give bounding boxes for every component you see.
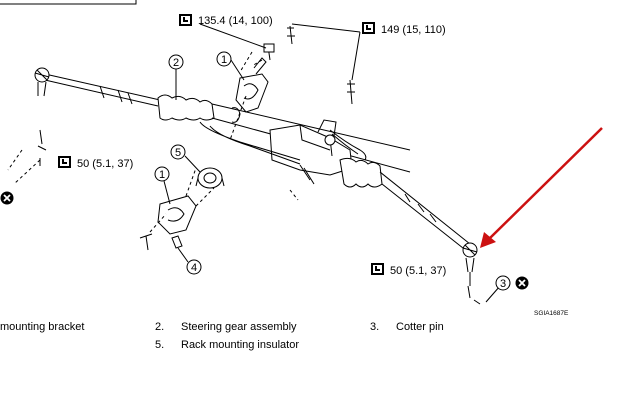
svg-text:149 (15, 110): 149 (15, 110) (381, 24, 446, 36)
torque-wrench-icon (362, 22, 375, 34)
do-not-reuse-icon (0, 190, 15, 206)
part-2-label: 2 (168, 54, 184, 100)
torque-wrench-icon (371, 263, 384, 275)
part-5-label: 5 (170, 144, 201, 173)
legend-item-2-text: Steering gear assembly (181, 321, 297, 333)
torque-callout-top: 135.4 (14, 100) (179, 14, 273, 27)
part-1-upper-label: 1 (216, 51, 245, 81)
legend-item-3-text: Cotter pin (396, 321, 444, 333)
svg-text:1: 1 (221, 54, 227, 66)
torque-callout-left: 50 (5.1, 37) (58, 156, 133, 170)
red-arrow (480, 127, 603, 248)
legend-item-5-text: Rack mounting insulator (181, 339, 300, 351)
legend-item-2-label: Steering gear assembly (181, 321, 297, 334)
legend-item-5: 5. (155, 339, 164, 352)
part-1-lower-label: 1 (154, 166, 171, 205)
figure-ref-code: SGIA1687E (534, 310, 569, 317)
svg-text:1: 1 (159, 169, 165, 181)
torque-callout-right: 149 (15, 110) (362, 22, 446, 36)
do-not-reuse-icon (514, 275, 530, 291)
legend-item-5-num: 5. (155, 339, 165, 351)
svg-text:2: 2 (173, 57, 179, 69)
frame-corner (0, 0, 137, 5)
svg-text:135.4 (14, 100): 135.4 (14, 100) (198, 15, 273, 27)
torque-wrench-icon (58, 156, 71, 168)
svg-text:3: 3 (500, 278, 506, 290)
leader-lines (39, 23, 471, 286)
torque-wrench-icon (179, 14, 192, 26)
legend-item-3-label: Cotter pin (396, 321, 444, 334)
steering-gear-assembly (7, 25, 501, 305)
svg-text:50 (5.1, 37): 50 (5.1, 37) (390, 265, 446, 277)
part-3-label: 3 (495, 275, 511, 291)
svg-text:5: 5 (175, 147, 181, 159)
part-number-labels: 1 2 5 1 4 3 (154, 51, 511, 291)
legend-item-1: mounting bracket (0, 321, 84, 334)
legend-item-3: 3. (370, 321, 379, 334)
svg-text:50 (5.1, 37): 50 (5.1, 37) (77, 158, 133, 170)
legend-item-2: 2. (155, 321, 164, 334)
part-4-label: 4 (177, 247, 202, 275)
legend-item-5-label: Rack mounting insulator (181, 339, 299, 352)
legend-item-2-num: 2. (155, 321, 165, 333)
legend-item-3-num: 3. (370, 321, 380, 333)
torque-callout-bottom-right: 50 (5.1, 37) (371, 263, 446, 277)
legend-item-1-text: mounting bracket (0, 321, 85, 333)
svg-text:4: 4 (191, 262, 197, 274)
